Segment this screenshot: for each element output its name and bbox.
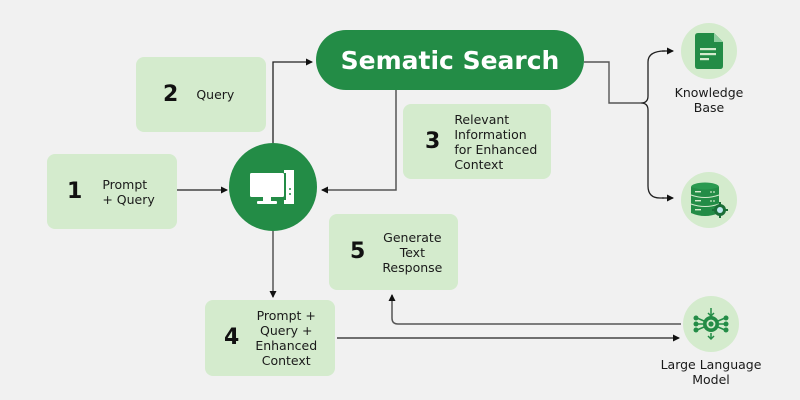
step-2-box: 2 Query: [136, 57, 266, 132]
database-gear-icon: [690, 182, 728, 218]
arrow-search-to-hub: [321, 90, 397, 194]
arrow-llm-to-step5: [388, 294, 681, 325]
step-5-label: Generate Text Response: [382, 229, 443, 275]
brace-sources: [640, 50, 666, 199]
step-1-box: 1 Prompt + Query: [47, 154, 177, 229]
knowledge-base-node: [681, 23, 737, 79]
step-5-number: 5: [350, 239, 366, 264]
arrow-hub-to-search: [272, 58, 313, 143]
database-node: [681, 172, 737, 228]
step-3-label: Relevant Information for Enhanced Contex…: [454, 111, 538, 172]
step-3-box: 3 Relevant Information for Enhanced Cont…: [403, 104, 551, 179]
step-1-number: 1: [67, 178, 83, 204]
semantic-search-node: Sematic Search: [316, 30, 584, 90]
line-search-to-sources: [584, 61, 641, 104]
step-5-box: 5 Generate Text Response: [329, 214, 458, 290]
neural-network-icon: [693, 308, 729, 341]
step-4-number: 4: [224, 325, 240, 350]
computer-icon: [250, 170, 294, 204]
step-2-number: 2: [163, 81, 179, 107]
knowledge-base-label: Knowledge Base: [674, 85, 744, 115]
step-1-label: Prompt + Query: [102, 176, 155, 207]
computer-hub: [229, 143, 317, 231]
step-2-label: Query: [196, 87, 235, 102]
semantic-search-title: Sematic Search: [340, 45, 560, 75]
step-3-number: 3: [425, 128, 441, 154]
llm-label: Large Language Model: [660, 357, 762, 387]
step-4-label: Prompt + Query + Enhanced Context: [255, 308, 318, 368]
document-icon: [695, 33, 723, 69]
llm-node: [683, 296, 739, 352]
step-4-box: 4 Prompt + Query + Enhanced Context: [205, 300, 335, 376]
